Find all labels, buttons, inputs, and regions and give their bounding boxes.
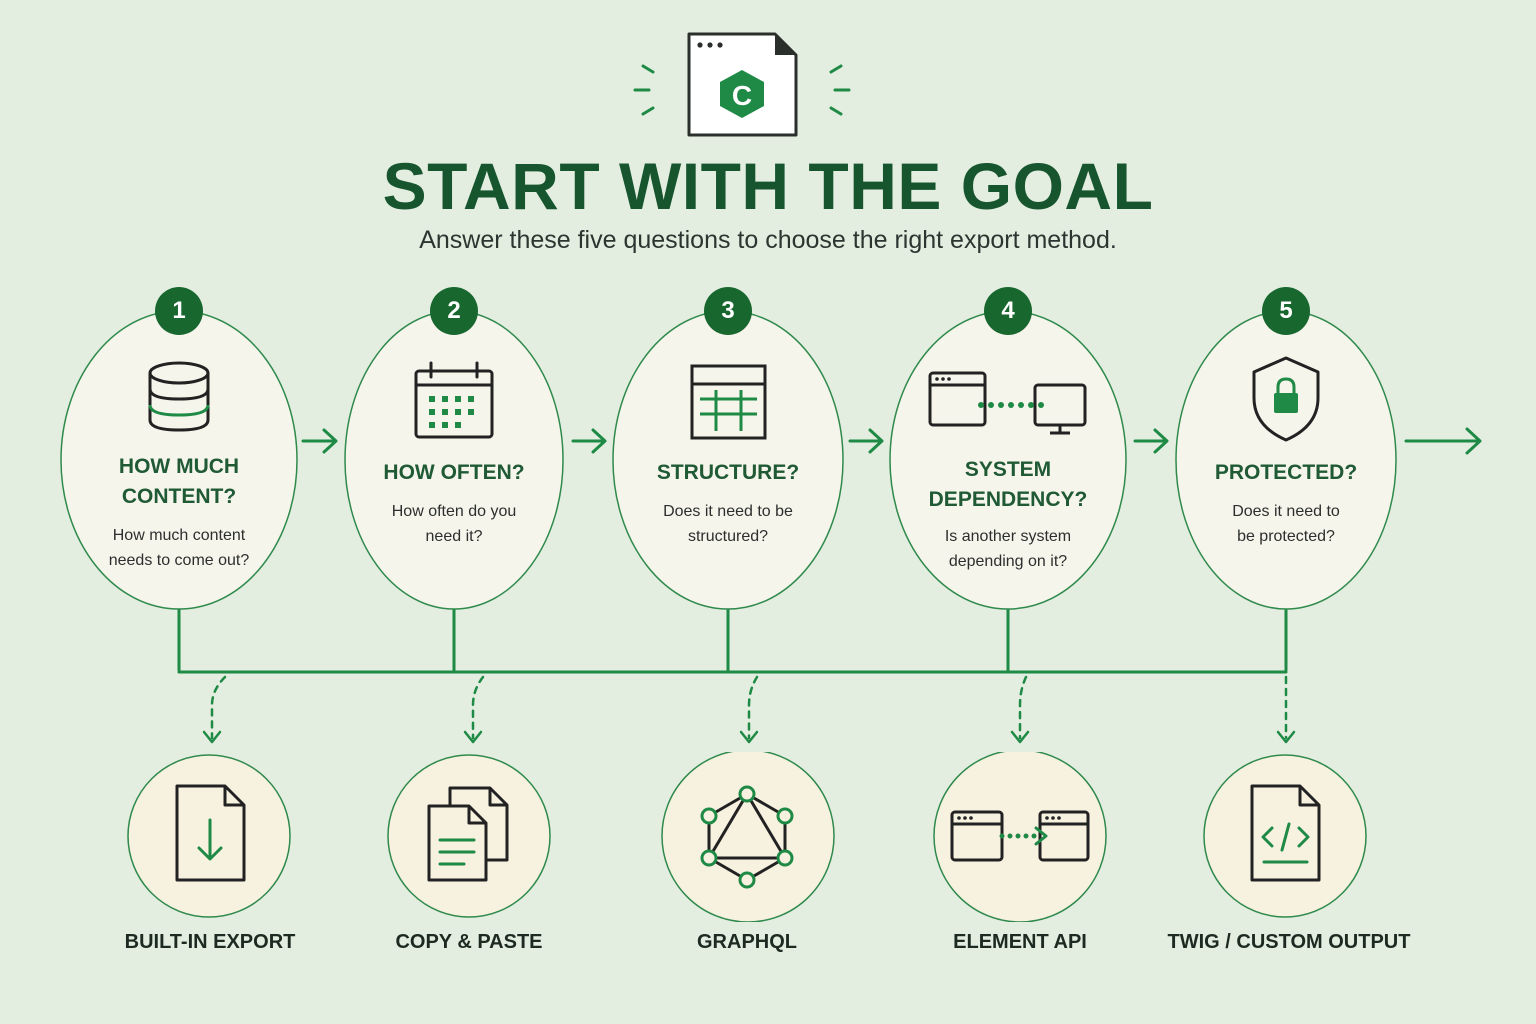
question-title-line2: CONTENT? [121, 485, 237, 508]
question-text-line1: How much content [112, 527, 246, 544]
question-bubble [889, 287, 1127, 610]
question-text-line2: be protected? [1237, 528, 1335, 545]
table-grid-icon [690, 364, 767, 440]
step-number: 5 [1279, 297, 1293, 324]
file-download-icon [175, 784, 246, 882]
method-circle [1203, 754, 1367, 918]
arrow-end [1404, 427, 1482, 455]
code-file-icon [1250, 784, 1321, 882]
step-number: 4 [1001, 297, 1015, 324]
step-number: 1 [172, 297, 186, 324]
question-text-line2: need it? [425, 528, 483, 545]
method-circle [933, 752, 1107, 922]
method-label: GRAPHQL [697, 931, 797, 953]
element-api-icon [950, 810, 1090, 862]
page-subtitle: Answer these five questions to choose th… [419, 226, 1117, 254]
arrow-2-3 [571, 428, 607, 454]
page-title: START WITH THE GOAL [382, 149, 1154, 223]
question-text-line2: needs to come out? [108, 552, 250, 569]
shield-lock-icon [1252, 356, 1320, 442]
copy-documents-icon [427, 786, 509, 882]
sparkle-lines [633, 64, 851, 116]
method-label: TWIG / CUSTOM OUTPUT [1167, 931, 1411, 953]
dashed-arrows [202, 675, 1296, 744]
bracket-lines [177, 608, 1288, 674]
connected-windows-icon [928, 371, 1087, 435]
question-bubble [612, 287, 844, 610]
database-icon [148, 361, 210, 432]
browser-window-icon [687, 32, 798, 137]
step-number: 2 [447, 297, 461, 324]
logo-letter: C [731, 80, 753, 111]
question-text-line2: depending on it? [948, 553, 1068, 570]
question-title: STRUCTURE? [656, 461, 800, 484]
question-title-line1: HOW MUCH [118, 455, 240, 478]
arrow-1-2 [301, 428, 338, 454]
method-label: BUILT-IN EXPORT [124, 931, 296, 953]
question-title: HOW OFTEN? [383, 461, 525, 484]
question-bubble [60, 287, 298, 610]
question-text-line2: structured? [687, 528, 769, 545]
calendar-icon [414, 361, 494, 439]
question-text-line1: Is another system [944, 528, 1072, 545]
method-label: COPY & PASTE [395, 931, 543, 953]
question-text-line1: Does it need to [1232, 503, 1340, 520]
question-text-line1: Does it need to be [663, 503, 793, 520]
question-text-line1: How often do you [391, 503, 517, 520]
method-circle [661, 752, 835, 922]
arrow-4-5 [1133, 428, 1169, 454]
question-bubble [344, 287, 564, 610]
question-title-line2: DEPENDENCY? [928, 488, 1088, 511]
logo [633, 32, 851, 137]
graphql-icon [700, 785, 794, 889]
question-bubble [1175, 287, 1397, 610]
question-title: PROTECTED? [1214, 461, 1358, 484]
method-label: ELEMENT API [953, 931, 1087, 953]
step-number: 3 [721, 297, 735, 324]
arrow-3-4 [848, 428, 884, 454]
method-circle [127, 754, 291, 918]
question-title-line1: SYSTEM [964, 458, 1052, 481]
method-circle [387, 754, 551, 918]
